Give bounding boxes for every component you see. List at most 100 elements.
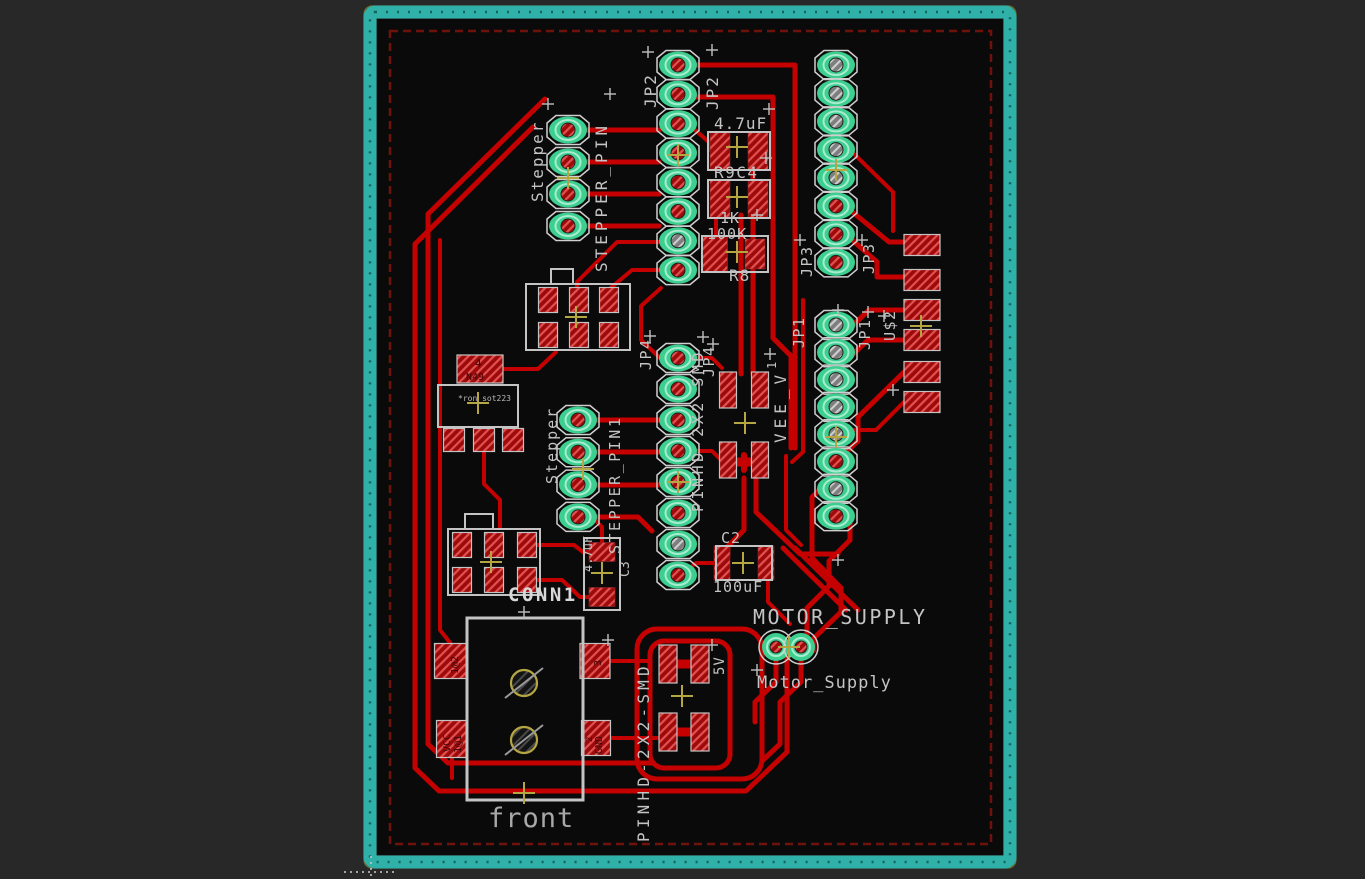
label-front[interactable]: front [488, 803, 574, 834]
copper-trace[interactable] [482, 450, 502, 530]
label-pad-1at1[interactable]: 1@1 [453, 735, 464, 753]
smd-pad[interactable] [451, 531, 473, 559]
smd-pad[interactable] [588, 542, 616, 562]
copper-trace[interactable] [753, 475, 841, 557]
label-pad-gnd[interactable]: GND [594, 736, 605, 754]
copper-trace[interactable] [784, 454, 803, 547]
label-pad-1at2[interactable]: 1@2 [450, 656, 461, 674]
copper-trace[interactable] [792, 545, 861, 613]
smd-pad[interactable] [690, 712, 710, 752]
label-c2-value[interactable]: 100uF [713, 578, 763, 596]
smd-pad[interactable] [580, 719, 612, 757]
smd-pad[interactable] [658, 712, 678, 752]
label-sot-pin4[interactable]: 4 [475, 357, 482, 370]
smd-pad[interactable] [568, 286, 590, 314]
smd-pad[interactable] [451, 566, 473, 594]
copper-trace[interactable] [759, 659, 804, 764]
smd-pad[interactable] [579, 642, 611, 680]
smd-pad[interactable] [537, 321, 559, 349]
smd-pad[interactable] [501, 427, 525, 453]
copper-trace[interactable] [780, 545, 849, 613]
copper-trace[interactable] [592, 514, 655, 534]
label-stepper-top[interactable]: Stepper [528, 121, 547, 202]
copper-outline[interactable] [634, 626, 765, 782]
copper-trace[interactable] [438, 238, 453, 646]
smd-pad[interactable] [702, 235, 728, 273]
label-stepper-pin[interactable]: STEPPER_PIN [592, 122, 611, 272]
copper-trace[interactable] [752, 657, 779, 725]
label-jp3-left[interactable]: JP3 [798, 245, 816, 277]
smd-pad[interactable] [718, 371, 738, 409]
label-pad-vcc[interactable]: VCC [442, 734, 453, 752]
label-pad-2[interactable]: 2 [585, 737, 595, 742]
label-pinhd-bottom[interactable]: PINHD-2X2-SMD [634, 662, 653, 842]
copper-trace[interactable] [766, 578, 792, 626]
smd-pad[interactable] [750, 441, 770, 479]
label-stepper-pin1[interactable]: STEPPER_PIN1 [606, 416, 624, 554]
label-motor-supply[interactable]: Motor_Supply [757, 673, 892, 693]
label-c3-value[interactable]: 4.7uF [581, 536, 595, 572]
copper-trace[interactable] [412, 124, 790, 794]
copper-trace[interactable] [692, 94, 794, 451]
copper-trace[interactable] [848, 148, 895, 233]
smd-pad[interactable] [483, 531, 505, 559]
smd-pad[interactable] [903, 390, 941, 414]
label-r9c4[interactable]: R9C4 [714, 163, 759, 182]
copper-outline[interactable] [647, 638, 733, 771]
copper-trace[interactable] [804, 513, 853, 641]
label-sot-package[interactable]: *ron_sot223 [458, 394, 511, 403]
copper-trace[interactable] [575, 240, 663, 291]
smd-pad[interactable] [690, 644, 710, 684]
smd-pad[interactable] [903, 233, 941, 257]
smd-pad[interactable] [744, 238, 766, 270]
smd-pad[interactable] [537, 286, 559, 314]
smd-pad[interactable] [598, 321, 620, 349]
smd-pad[interactable] [747, 180, 769, 218]
label-r-1k[interactable]: 1K [720, 209, 740, 227]
copper-trace[interactable] [692, 62, 798, 451]
copper-trace[interactable] [790, 298, 805, 464]
smd-pad[interactable] [516, 566, 538, 594]
smd-pad[interactable] [598, 286, 620, 314]
label-jp2-left[interactable]: JP2 [641, 73, 660, 108]
smd-pad[interactable] [568, 321, 590, 349]
copper-trace[interactable] [847, 235, 907, 280]
copper-trace[interactable] [501, 350, 558, 371]
copper-trace[interactable] [693, 449, 722, 461]
smd-pad[interactable] [588, 587, 616, 607]
copper-trace[interactable] [534, 543, 592, 554]
label-c2[interactable]: C2 [721, 529, 741, 547]
label-pinhd-top[interactable]: PINHD-2X2-SMD [689, 349, 707, 512]
label-us2[interactable]: U$2 [881, 309, 899, 341]
label-r-100k[interactable]: 100K [707, 225, 747, 243]
smd-pad[interactable] [718, 441, 738, 479]
copper-trace[interactable] [847, 207, 907, 245]
label-jp3-right[interactable]: JP3 [860, 242, 878, 274]
label-jp4-left[interactable]: JP4 [637, 338, 655, 370]
smd-pad[interactable] [750, 371, 770, 409]
label-jp4-right[interactable]: JP4 [700, 345, 718, 377]
smd-pad[interactable] [472, 427, 496, 453]
label-c3[interactable]: C3 [618, 561, 633, 577]
label-vee-v[interactable]: VEE_V [771, 370, 790, 443]
copper-trace[interactable] [693, 356, 724, 370]
smd-pad[interactable] [433, 642, 469, 680]
label-jp1-left[interactable]: JP1 [790, 316, 808, 348]
label-stepper-bot[interactable]: Stepper [543, 407, 561, 484]
label-jp1-right[interactable]: JP1 [856, 318, 874, 350]
smd-pad[interactable] [658, 644, 678, 684]
smd-pad[interactable] [516, 531, 538, 559]
copper-trace[interactable] [425, 96, 655, 766]
label-motor-supply-caps[interactable]: MOTOR_SUPPLY [753, 605, 928, 629]
label-jp2-right[interactable]: JP2 [703, 75, 722, 110]
copper-trace[interactable] [639, 286, 663, 360]
label-pad-3[interactable]: 3 [593, 660, 604, 666]
smd-pad[interactable] [456, 354, 504, 384]
smd-pad[interactable] [483, 566, 505, 594]
label-sot-n49[interactable]: N49 [466, 372, 484, 383]
label-conn1[interactable]: CONN1 [508, 584, 578, 606]
smd-pad[interactable] [903, 360, 941, 384]
label-vee-1[interactable]: 1 [765, 362, 779, 369]
smd-pad[interactable] [903, 268, 941, 292]
